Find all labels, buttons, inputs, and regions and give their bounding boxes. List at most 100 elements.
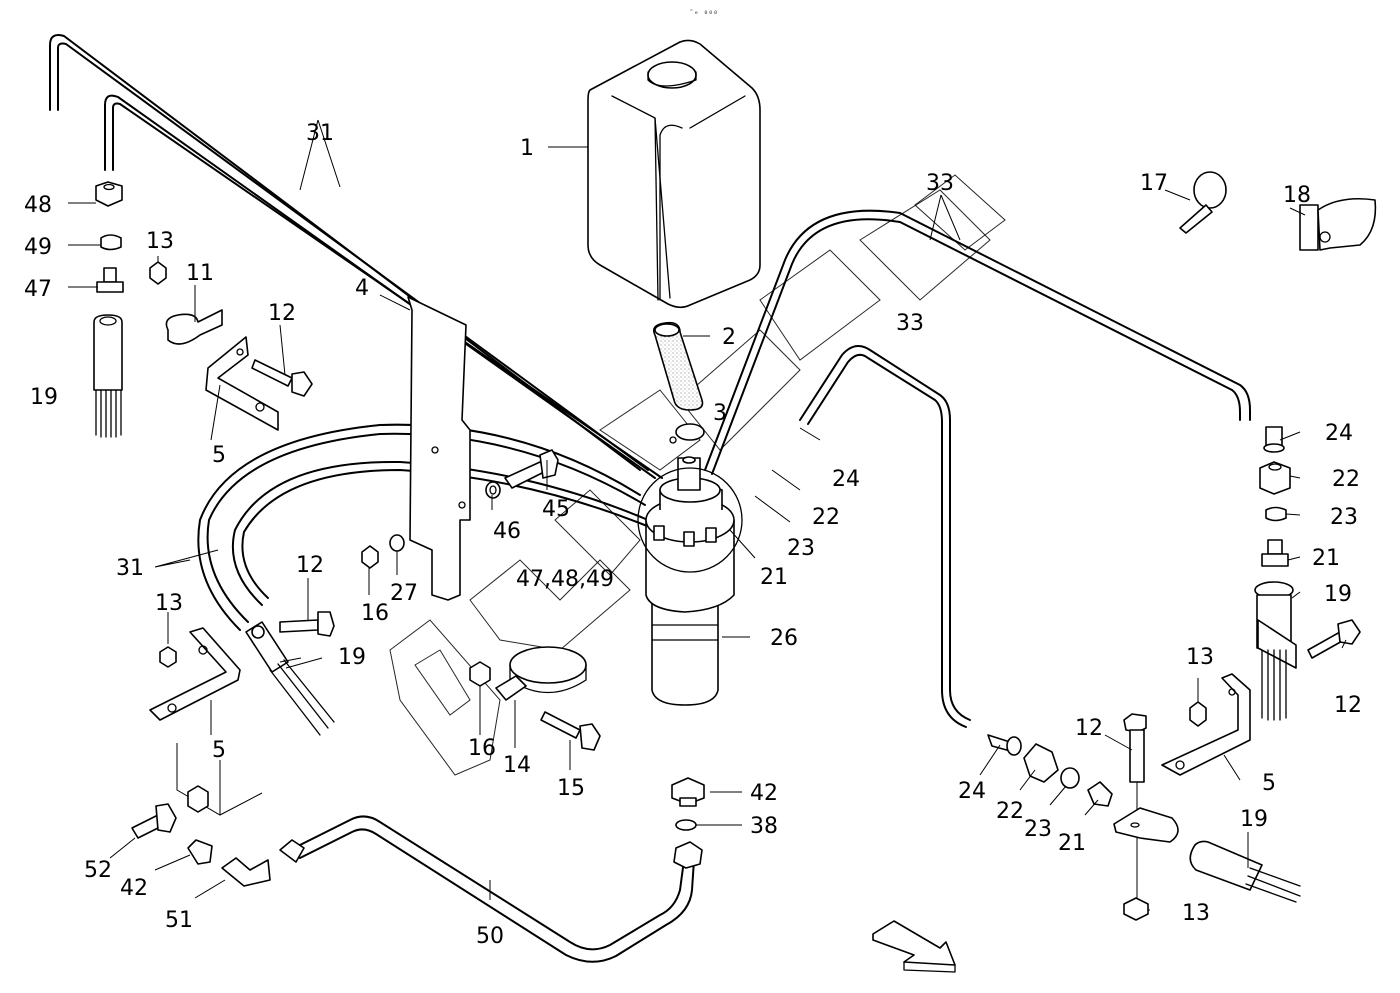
- washer-27: [389, 534, 405, 552]
- direction-arrow-icon: [872, 920, 956, 973]
- callout-26: 26: [770, 626, 798, 651]
- supply-hose-50: [279, 815, 703, 963]
- bolt-45: [504, 449, 559, 489]
- callout-19-lower-right: 19: [1240, 807, 1268, 832]
- ferrule-49: [100, 234, 122, 251]
- leader-lines: [68, 119, 1347, 911]
- callout-51: 51: [165, 908, 193, 933]
- hose-2: [652, 321, 704, 411]
- header-code: ⁼ₑ ₀₀₀: [689, 7, 718, 16]
- callout-12-lower-left: 12: [296, 553, 324, 578]
- callout-13-right: 13: [1186, 645, 1214, 670]
- callout-33-upper: 33: [926, 171, 954, 196]
- callout-14: 14: [503, 753, 531, 778]
- callout-12-right: 12: [1334, 693, 1362, 718]
- bolt-15: [540, 711, 601, 751]
- callout-49: 49: [24, 235, 52, 260]
- callout-24-center: 24: [832, 467, 860, 492]
- callout-18: 18: [1283, 183, 1311, 208]
- ferrule-23-right: [1265, 506, 1287, 522]
- callout-31-lower: 31: [116, 556, 144, 581]
- callout-46: 46: [493, 519, 521, 544]
- banjo-fitting-52: [131, 803, 177, 839]
- sleeve-24-right: [1263, 426, 1285, 453]
- callout-33-lower: 33: [896, 311, 924, 336]
- pipe-31-lower: [104, 94, 663, 479]
- callout-21-lower: 21: [1058, 831, 1086, 856]
- nut-13-lower-left: [159, 646, 177, 668]
- callout-11: 11: [186, 261, 214, 286]
- callout-16-upper: 16: [361, 601, 389, 626]
- nut-13-upper-left: [149, 261, 167, 285]
- callout-19-left: 19: [30, 385, 58, 410]
- callout-47-48-49: 47,48,49: [516, 567, 614, 592]
- callout-13-lower-left: 13: [155, 591, 183, 616]
- callout-12-upper-left: 12: [268, 301, 296, 326]
- watermark: [389, 174, 1006, 776]
- callout-1: 1: [520, 136, 534, 161]
- nut-16-upper: [361, 545, 379, 569]
- callout-19-lower-left: 19: [338, 645, 366, 670]
- angle-bracket-5-upper: [205, 336, 279, 431]
- plug-fitting: [187, 785, 209, 813]
- adapter-42-right: [671, 777, 705, 807]
- nut-16-lower: [469, 661, 491, 687]
- pipe-31-upper: [49, 34, 649, 471]
- pipe-clip-11: [165, 309, 223, 345]
- elbow-51: [221, 857, 271, 887]
- bolt-12-lower-right: [1123, 713, 1147, 902]
- callout-12-lower-right: 12: [1075, 716, 1103, 741]
- mounting-bracket-4: [407, 296, 471, 601]
- pipe-33-down: [799, 345, 971, 728]
- connector-21-right: [1261, 539, 1289, 567]
- nut-48: [95, 181, 123, 207]
- pipe-33-right: [704, 209, 1251, 475]
- adapter-42-left: [187, 839, 213, 865]
- callout-16-lower: 16: [468, 736, 496, 761]
- nozzle-hose-19-lower-left: [245, 621, 335, 736]
- callout-48: 48: [24, 193, 52, 218]
- connector-21-lower: [1087, 781, 1113, 807]
- nut-13-lower-right: [1123, 897, 1149, 921]
- nozzle-hose-19-lower-right: [1189, 840, 1301, 903]
- callout-5-upper: 5: [212, 443, 226, 468]
- callout-5-right: 5: [1262, 771, 1276, 796]
- callout-42-right: 42: [750, 781, 778, 806]
- callout-23-center: 23: [787, 536, 815, 561]
- bolt-12-right: [1307, 619, 1361, 659]
- callout-19-right: 19: [1324, 582, 1352, 607]
- callout-labels: 1 2 3 4 5 5 5 11 12 12 12 12 13 13 13 13…: [24, 121, 1362, 949]
- callout-2: 2: [722, 325, 736, 350]
- callout-5-lower-left: 5: [212, 738, 226, 763]
- pump-26: [637, 456, 743, 706]
- callout-22-lower: 22: [996, 799, 1024, 824]
- bolt-12-upper-left: [251, 359, 313, 397]
- p-clip-18: [1299, 197, 1377, 251]
- hose-clamp-3: [669, 423, 705, 444]
- callout-22-right: 22: [1332, 467, 1360, 492]
- callout-21-right: 21: [1312, 546, 1340, 571]
- callout-50: 50: [476, 924, 504, 949]
- callout-24-right: 24: [1325, 421, 1353, 446]
- callout-13-upper-left: 13: [146, 229, 174, 254]
- callout-52: 52: [84, 858, 112, 883]
- angle-bracket-5-right: [1161, 673, 1251, 776]
- washer-46: [485, 481, 501, 499]
- pipe-31-loop: [197, 423, 653, 631]
- callout-13-lower-right: 13: [1182, 901, 1210, 926]
- callout-22-center: 22: [812, 505, 840, 530]
- nozzle-hose-19-right: [1254, 581, 1297, 721]
- bolt-12-lower-left: [279, 611, 335, 637]
- callout-42-left: 42: [120, 876, 148, 901]
- washer-reservoir: [587, 39, 761, 309]
- callout-23-right: 23: [1330, 505, 1358, 530]
- connector-47: [96, 267, 124, 293]
- nozzle-hose-19-left: [93, 314, 123, 438]
- cable-tie-17: [1179, 171, 1227, 234]
- ferrule-23-lower: [1060, 767, 1080, 789]
- pipe-clip-lower-right: [1113, 807, 1179, 843]
- callout-31-upper: 31: [306, 121, 334, 146]
- union-nut-22-lower: [1023, 743, 1059, 783]
